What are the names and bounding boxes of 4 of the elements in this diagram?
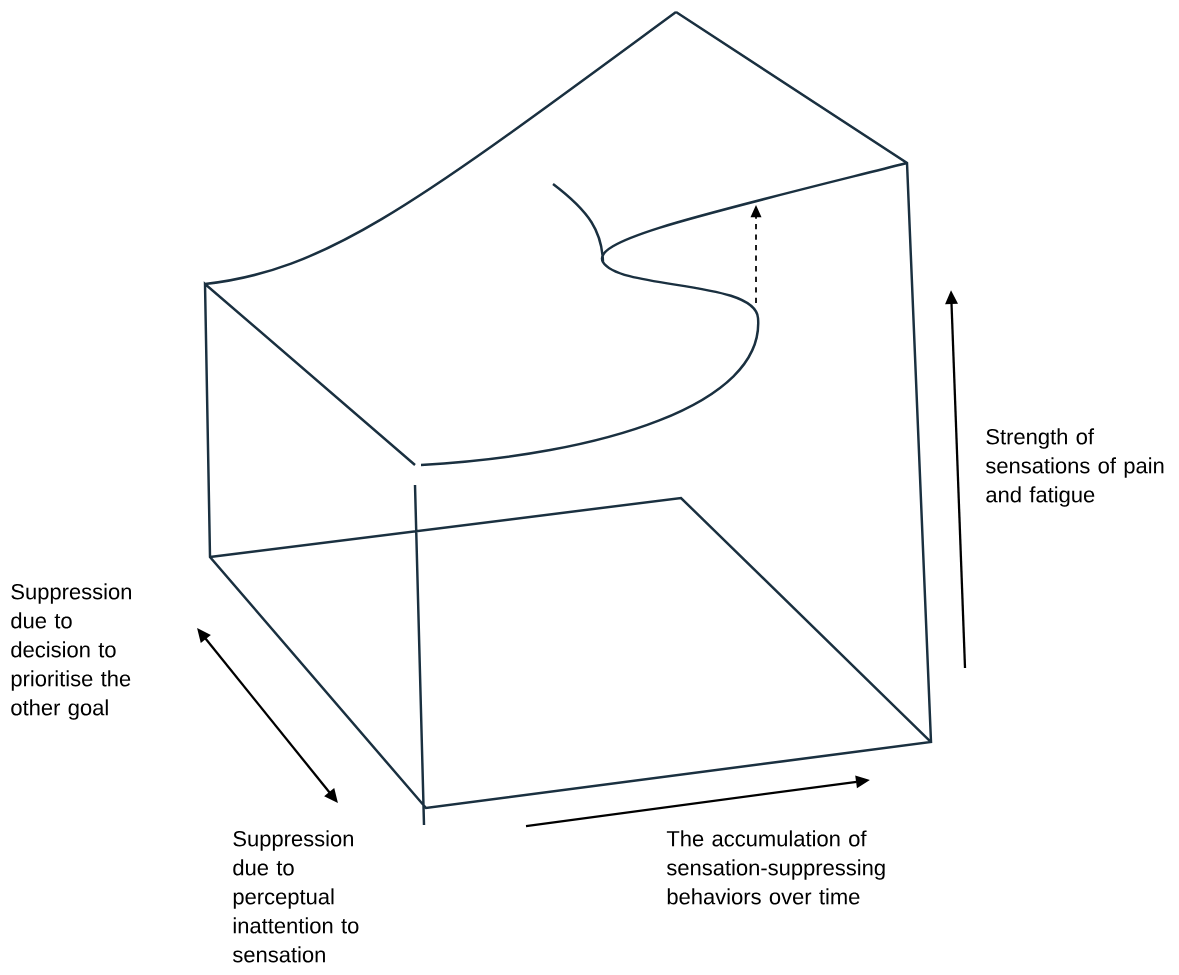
axis-label: The accumulation of sensation-suppressing behaviors over time (666, 830, 885, 905)
axis-label: Suppression due to decision to prioritise the other goal (11, 583, 131, 720)
axis-label: Suppression due to perceptual inattention to sensation (232, 830, 359, 963)
axis-label: Strength of sensations of pain and fatigue (985, 428, 1164, 507)
